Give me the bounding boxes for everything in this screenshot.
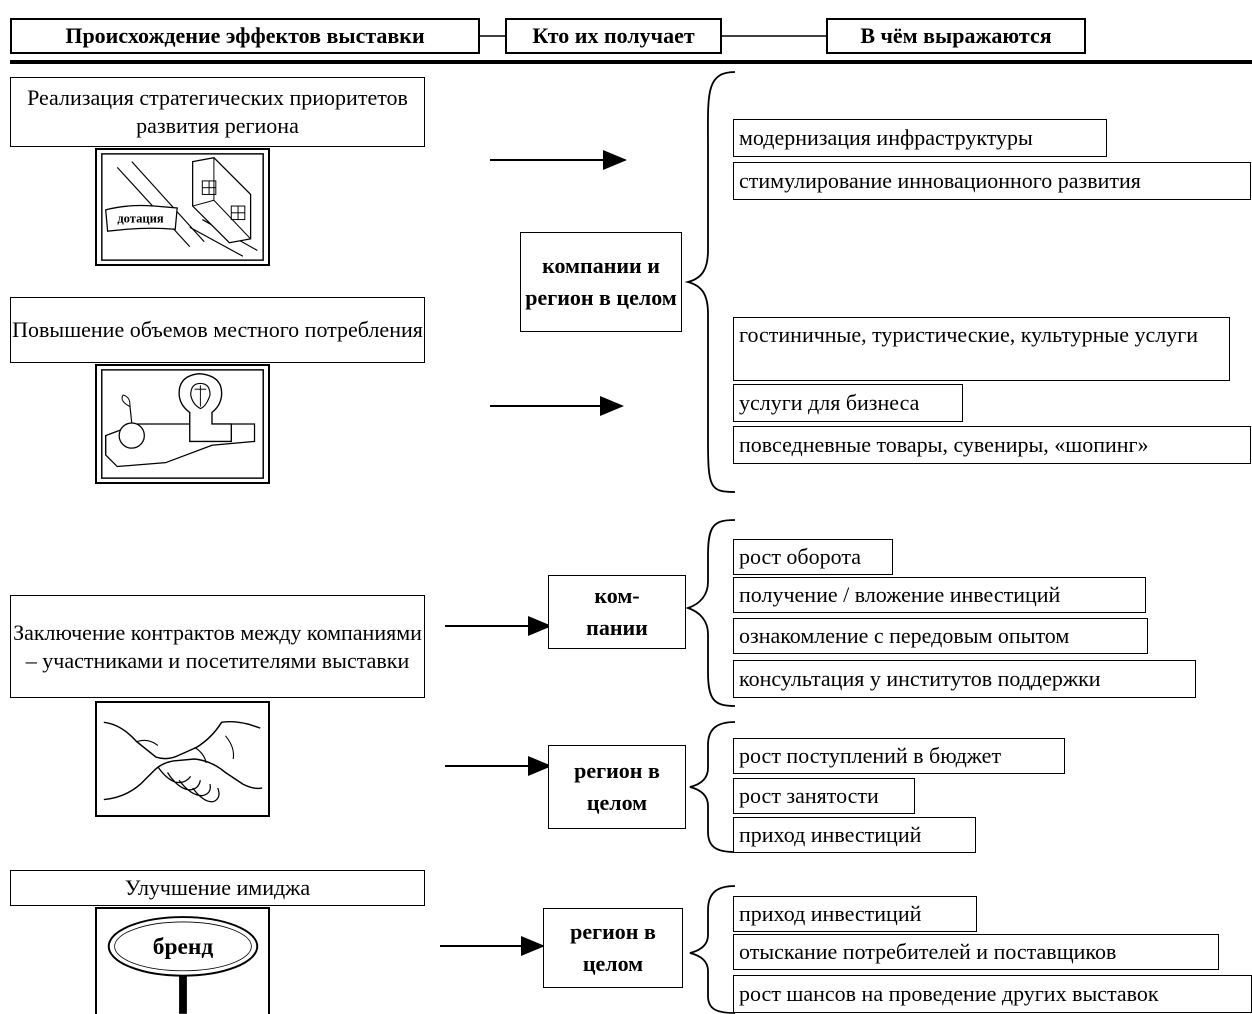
header-what: В чём выражаются [826, 18, 1086, 54]
source-local-consumption: Повышение объемов местного потребления [10, 297, 425, 363]
brand-image: бренд [95, 907, 270, 1014]
header-who: Кто их получает [505, 18, 722, 54]
source-image: Улучшение имиджа [10, 870, 425, 906]
effect-hospitality-services: гостиничные, туристические, культурные у… [733, 317, 1230, 381]
subsidy-label: дотация [117, 211, 164, 225]
brand-label: бренд [153, 934, 214, 960]
effect-best-practices: ознакомление с передовым опытом [733, 618, 1148, 654]
consumption-image [95, 364, 270, 484]
source-strategic-priorities: Реализация стратегических приоритетов ра… [10, 77, 425, 147]
recipient-region-2: регион в целом [543, 908, 683, 988]
effect-business-services: услуги для бизнеса [733, 384, 963, 422]
handshake-image [95, 701, 270, 817]
brace-3 [689, 721, 736, 853]
recipient-companies-region-label: компании и регион в целом [525, 253, 677, 310]
recipient-companies-region: компании и регион в целом [520, 232, 682, 332]
recipient-region-2-label: регион в целом [570, 919, 656, 976]
recipient-companies-label: ком- пании [586, 583, 648, 640]
effect-investment-inflow: приход инвестиций [733, 817, 976, 853]
effect-turnover-growth: рост оборота [733, 539, 893, 575]
recipient-region-1-label: регион в целом [574, 758, 660, 815]
effect-investments: получение / вложение инвестиций [733, 577, 1146, 613]
effect-employment: рост занятости [733, 778, 915, 814]
brace-2 [685, 519, 736, 707]
effect-infrastructure: модернизация инфраструктуры [733, 119, 1107, 157]
brace-4 [689, 885, 736, 1014]
header-origin: Происхождение эффектов выставки [10, 18, 480, 54]
subsidy-image: дотация [95, 148, 270, 266]
effect-budget-revenue: рост поступлений в бюджет [733, 738, 1065, 774]
effect-find-suppliers: отыскание потребителей и поставщиков [733, 934, 1219, 970]
recipient-companies: ком- пании [548, 575, 686, 649]
effect-other-exhibitions: рост шансов на проведение других выставо… [733, 975, 1252, 1013]
effect-innovation: стимулирование инновационного развития [733, 162, 1251, 200]
effect-everyday-goods: повседневные товары, сувениры, «шопинг» [733, 426, 1251, 464]
source-contracts: Заключение контрактов между компаниями –… [10, 595, 425, 698]
brace-1 [684, 71, 736, 493]
effect-support-consultation: консультация у институтов поддержки [733, 660, 1196, 698]
recipient-region-1: регион в целом [548, 745, 686, 829]
effect-investment-inflow-2: приход инвестиций [733, 896, 977, 932]
